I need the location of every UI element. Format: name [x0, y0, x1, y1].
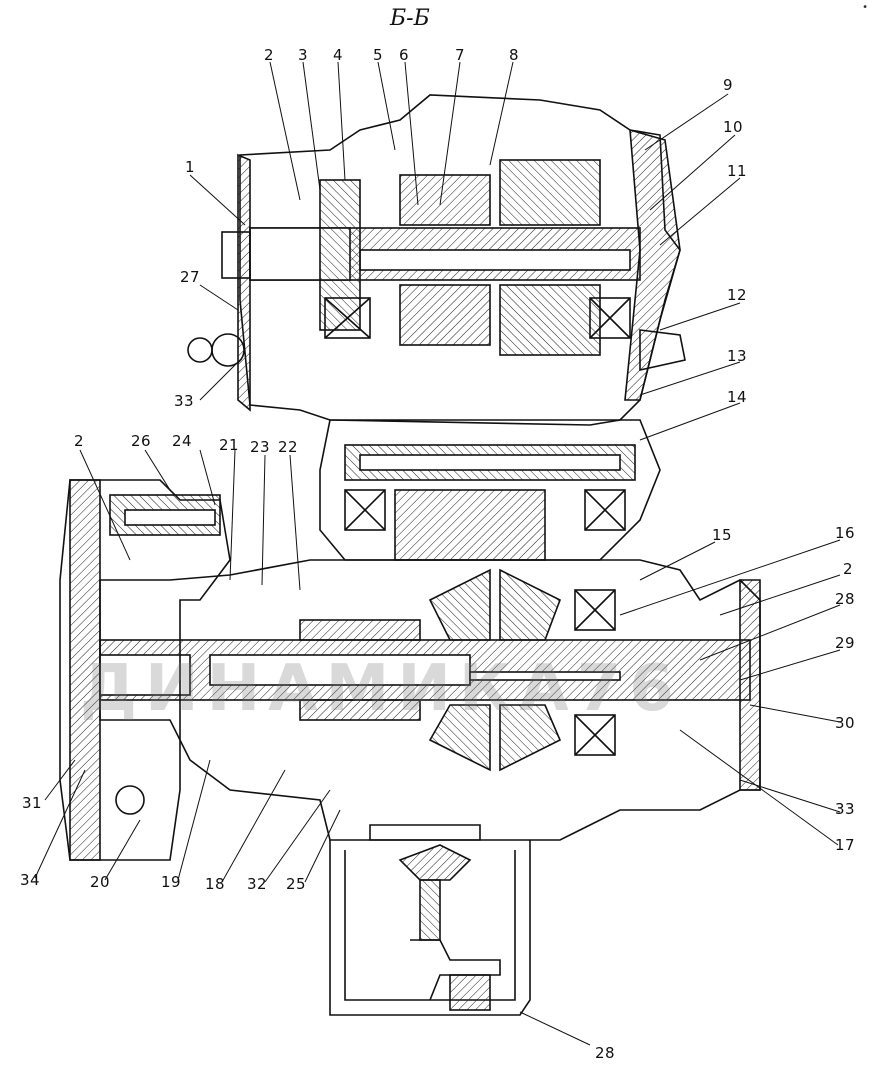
watermark: ДИНАМИКА76 — [80, 652, 682, 726]
middle-gear — [394, 489, 546, 561]
callout-3: 3 — [298, 46, 309, 64]
bevel-gear-left — [428, 568, 491, 641]
callout-26: 26 — [131, 432, 152, 450]
callout-29: 29 — [835, 634, 856, 652]
callout-4: 4 — [333, 46, 344, 64]
output-flange — [739, 579, 761, 791]
callout-7: 7 — [455, 46, 466, 64]
callout-27: 27 — [180, 268, 201, 286]
callout-16: 16 — [835, 524, 856, 542]
callout-5: 5 — [373, 46, 384, 64]
oil-pan — [329, 840, 531, 1016]
callout-12: 12 — [727, 286, 748, 304]
callout-19: 19 — [161, 873, 182, 891]
bearing — [574, 714, 616, 756]
callout-1: 1 — [185, 158, 196, 176]
bevel-gear-lower — [499, 704, 562, 772]
upper-gear — [399, 174, 491, 226]
upper-gear — [319, 179, 361, 331]
callout-11: 11 — [727, 162, 748, 180]
callout-6: 6 — [399, 46, 410, 64]
callout-33: 33 — [835, 800, 856, 818]
callout-30: 30 — [835, 714, 856, 732]
bearing — [344, 489, 386, 531]
corner-mark: • — [862, 2, 868, 13]
bearing — [574, 589, 616, 631]
clutch-pack — [299, 699, 421, 721]
callout-24: 24 — [172, 432, 193, 450]
callout-20: 20 — [90, 873, 111, 891]
callout-15: 15 — [712, 526, 733, 544]
clutch-pack — [299, 619, 421, 641]
callout-32: 32 — [247, 875, 268, 893]
bearing — [584, 489, 626, 531]
callout-23: 23 — [250, 438, 271, 456]
bearing — [324, 297, 371, 339]
callout-34: 34 — [20, 871, 41, 889]
callout-28: 28 — [595, 1044, 616, 1062]
flange-cover — [237, 153, 251, 412]
callout-22: 22 — [278, 438, 299, 456]
callout-25: 25 — [286, 875, 307, 893]
callout-17: 17 — [835, 836, 856, 854]
bearing — [589, 297, 631, 339]
callout-31: 31 — [22, 794, 43, 812]
callout-13: 13 — [727, 347, 748, 365]
callout-2: 2 — [264, 46, 275, 64]
callout-8: 8 — [509, 46, 520, 64]
upper-gear — [399, 284, 491, 346]
callout-18: 18 — [205, 875, 226, 893]
upper-gear — [499, 284, 601, 356]
right-cover — [624, 128, 681, 401]
callout-2: 2 — [843, 560, 854, 578]
bevel-gear-lower — [428, 704, 491, 772]
upper-gear — [499, 159, 601, 226]
callout-21: 21 — [219, 436, 240, 454]
callout-2: 2 — [74, 432, 85, 450]
callout-10: 10 — [723, 118, 744, 136]
oil-pump — [398, 844, 472, 881]
callout-28: 28 — [835, 590, 856, 608]
callout-9: 9 — [723, 76, 734, 94]
callout-33: 33 — [174, 392, 195, 410]
section-title: Б-Б — [390, 6, 430, 31]
callout-14: 14 — [727, 388, 748, 406]
bevel-gear-right — [499, 568, 562, 641]
